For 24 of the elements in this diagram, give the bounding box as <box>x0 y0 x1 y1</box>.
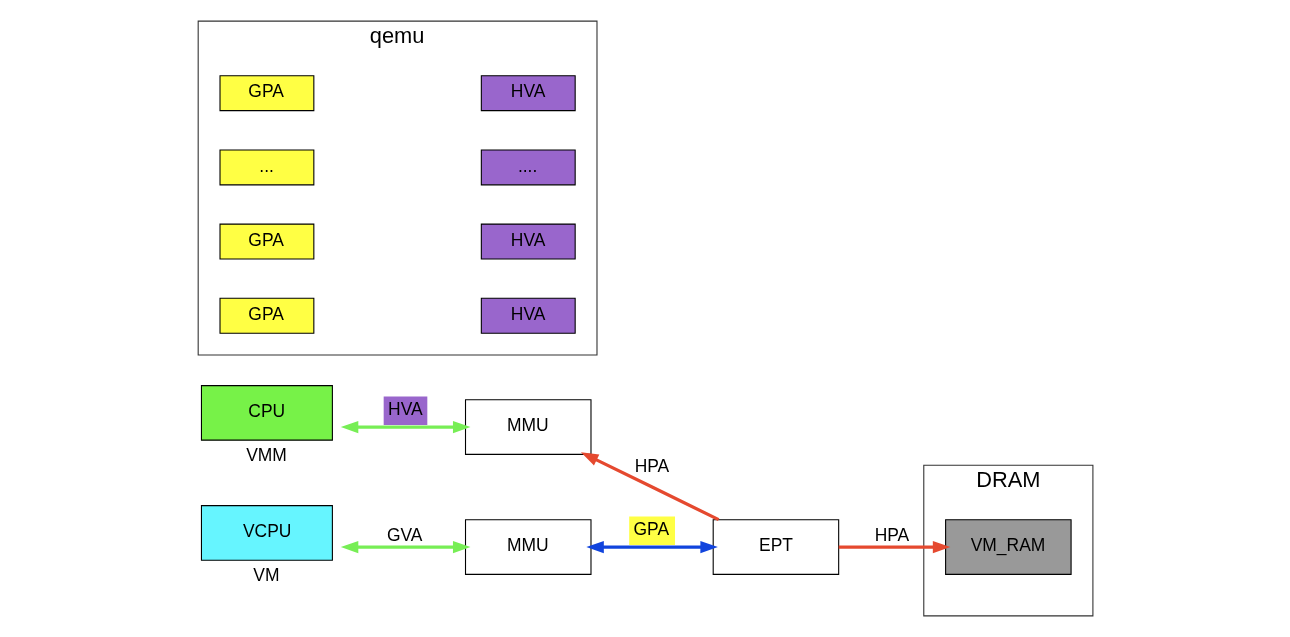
arrow <box>340 420 471 434</box>
node-box: ... <box>219 149 315 186</box>
node-label: VM <box>253 564 280 585</box>
node-box: GPA <box>219 223 315 260</box>
edge-label: GPA <box>633 518 670 539</box>
arrow <box>838 540 951 554</box>
edge-label: HVA <box>388 398 423 419</box>
node-box: HVA <box>480 297 576 334</box>
arrow <box>580 452 720 522</box>
arrow <box>340 540 471 554</box>
node-label: VMM <box>246 444 287 465</box>
arrow <box>586 540 718 554</box>
node-box: GPA <box>219 297 315 334</box>
node-box: VM_RAM <box>945 519 1072 575</box>
edge-label: HPA <box>634 455 670 476</box>
node-box: MMU <box>464 399 592 455</box>
node-box: EPT <box>712 519 840 575</box>
node-box: HVA <box>480 223 576 260</box>
edge-label: HPA <box>874 525 910 546</box>
node-box: GPA <box>219 75 315 112</box>
node-box: MMU <box>464 519 592 575</box>
node-box: HVA <box>480 75 576 112</box>
edge-label: GVA <box>386 525 423 546</box>
node-box: .... <box>480 149 576 186</box>
